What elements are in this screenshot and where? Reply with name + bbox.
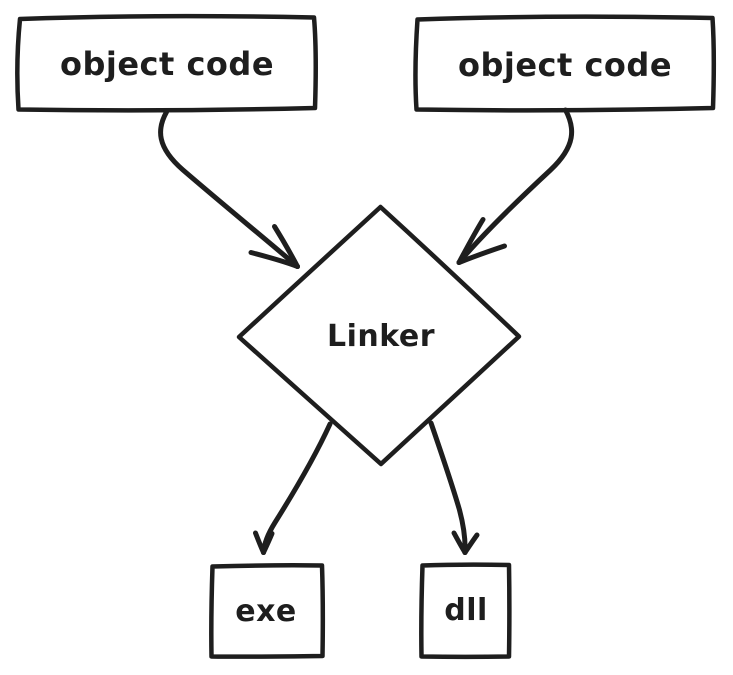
- node-dll-shape: [419, 562, 512, 660]
- node-object-code-1-shape: [15, 13, 319, 113]
- node-linker-shape: [236, 204, 522, 467]
- node-exe-shape: [209, 563, 326, 659]
- arrow-linker-to-dll: [428, 420, 480, 555]
- node-exe-label: exe: [235, 594, 297, 629]
- arrow-linker-to-exe: [253, 421, 333, 555]
- arrow-object-code-2-to-linker: [456, 107, 575, 265]
- arrow-object-code-1-to-linker: [158, 109, 300, 269]
- node-object-code-2-label: object code: [457, 46, 673, 84]
- node-object-code-1-label: object code: [59, 45, 275, 83]
- node-linker-label: Linker: [326, 319, 436, 354]
- node-object-code-2-shape: [413, 14, 717, 113]
- node-dll-label: dll: [444, 593, 488, 628]
